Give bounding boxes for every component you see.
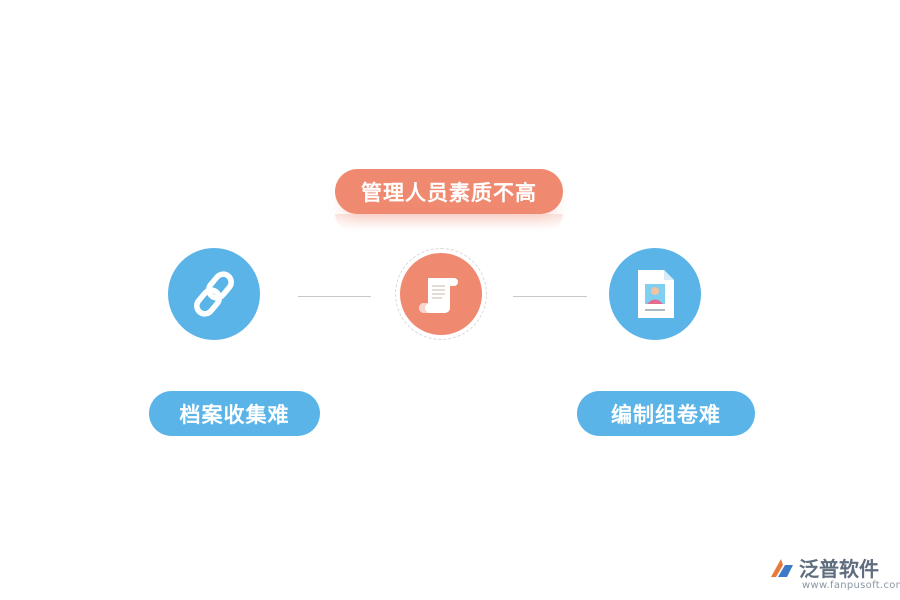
right-icon-circle bbox=[609, 248, 701, 340]
scroll-document-icon bbox=[419, 278, 458, 313]
brand-name: 泛普软件 bbox=[799, 557, 879, 581]
left-issue-pill: 档案收集难 bbox=[149, 391, 320, 436]
profile-file-icon bbox=[638, 270, 674, 318]
center-icon-ring bbox=[395, 248, 487, 340]
left-connector-line bbox=[298, 296, 371, 297]
top-issue-label: 管理人员素质不高 bbox=[361, 180, 537, 205]
right-issue-pill: 编制组卷难 bbox=[577, 391, 755, 436]
center-icon-circle bbox=[400, 253, 482, 335]
left-icon-circle bbox=[168, 248, 260, 340]
top-pill-reflection bbox=[335, 214, 563, 230]
left-issue-label: 档案收集难 bbox=[179, 402, 290, 427]
right-connector-line bbox=[513, 296, 587, 297]
right-issue-label: 编制组卷难 bbox=[611, 402, 721, 427]
top-issue-pill: 管理人员素质不高 bbox=[335, 169, 563, 214]
brand-logo: 泛普软件 www.fanpusoft.com bbox=[769, 553, 900, 593]
fanpu-logo-icon bbox=[771, 558, 793, 577]
brand-url: www.fanpusoft.com bbox=[802, 580, 900, 591]
chain-link-icon bbox=[194, 271, 234, 317]
